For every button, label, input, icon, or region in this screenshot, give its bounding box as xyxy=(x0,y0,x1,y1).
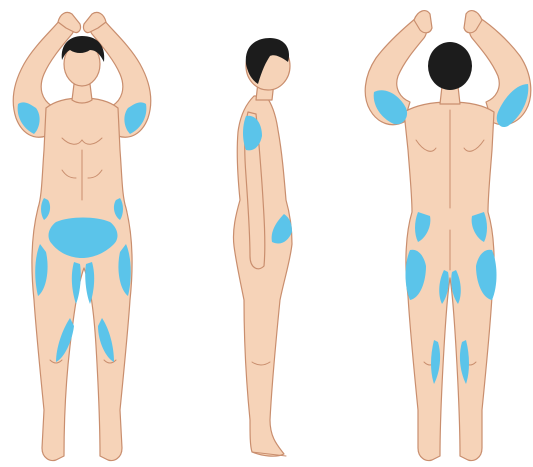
front-neck xyxy=(72,84,92,103)
front-figure xyxy=(13,12,151,460)
side-body xyxy=(233,96,292,456)
side-figure xyxy=(233,38,292,456)
back-head-hair xyxy=(428,42,472,90)
back-figure xyxy=(365,11,531,461)
